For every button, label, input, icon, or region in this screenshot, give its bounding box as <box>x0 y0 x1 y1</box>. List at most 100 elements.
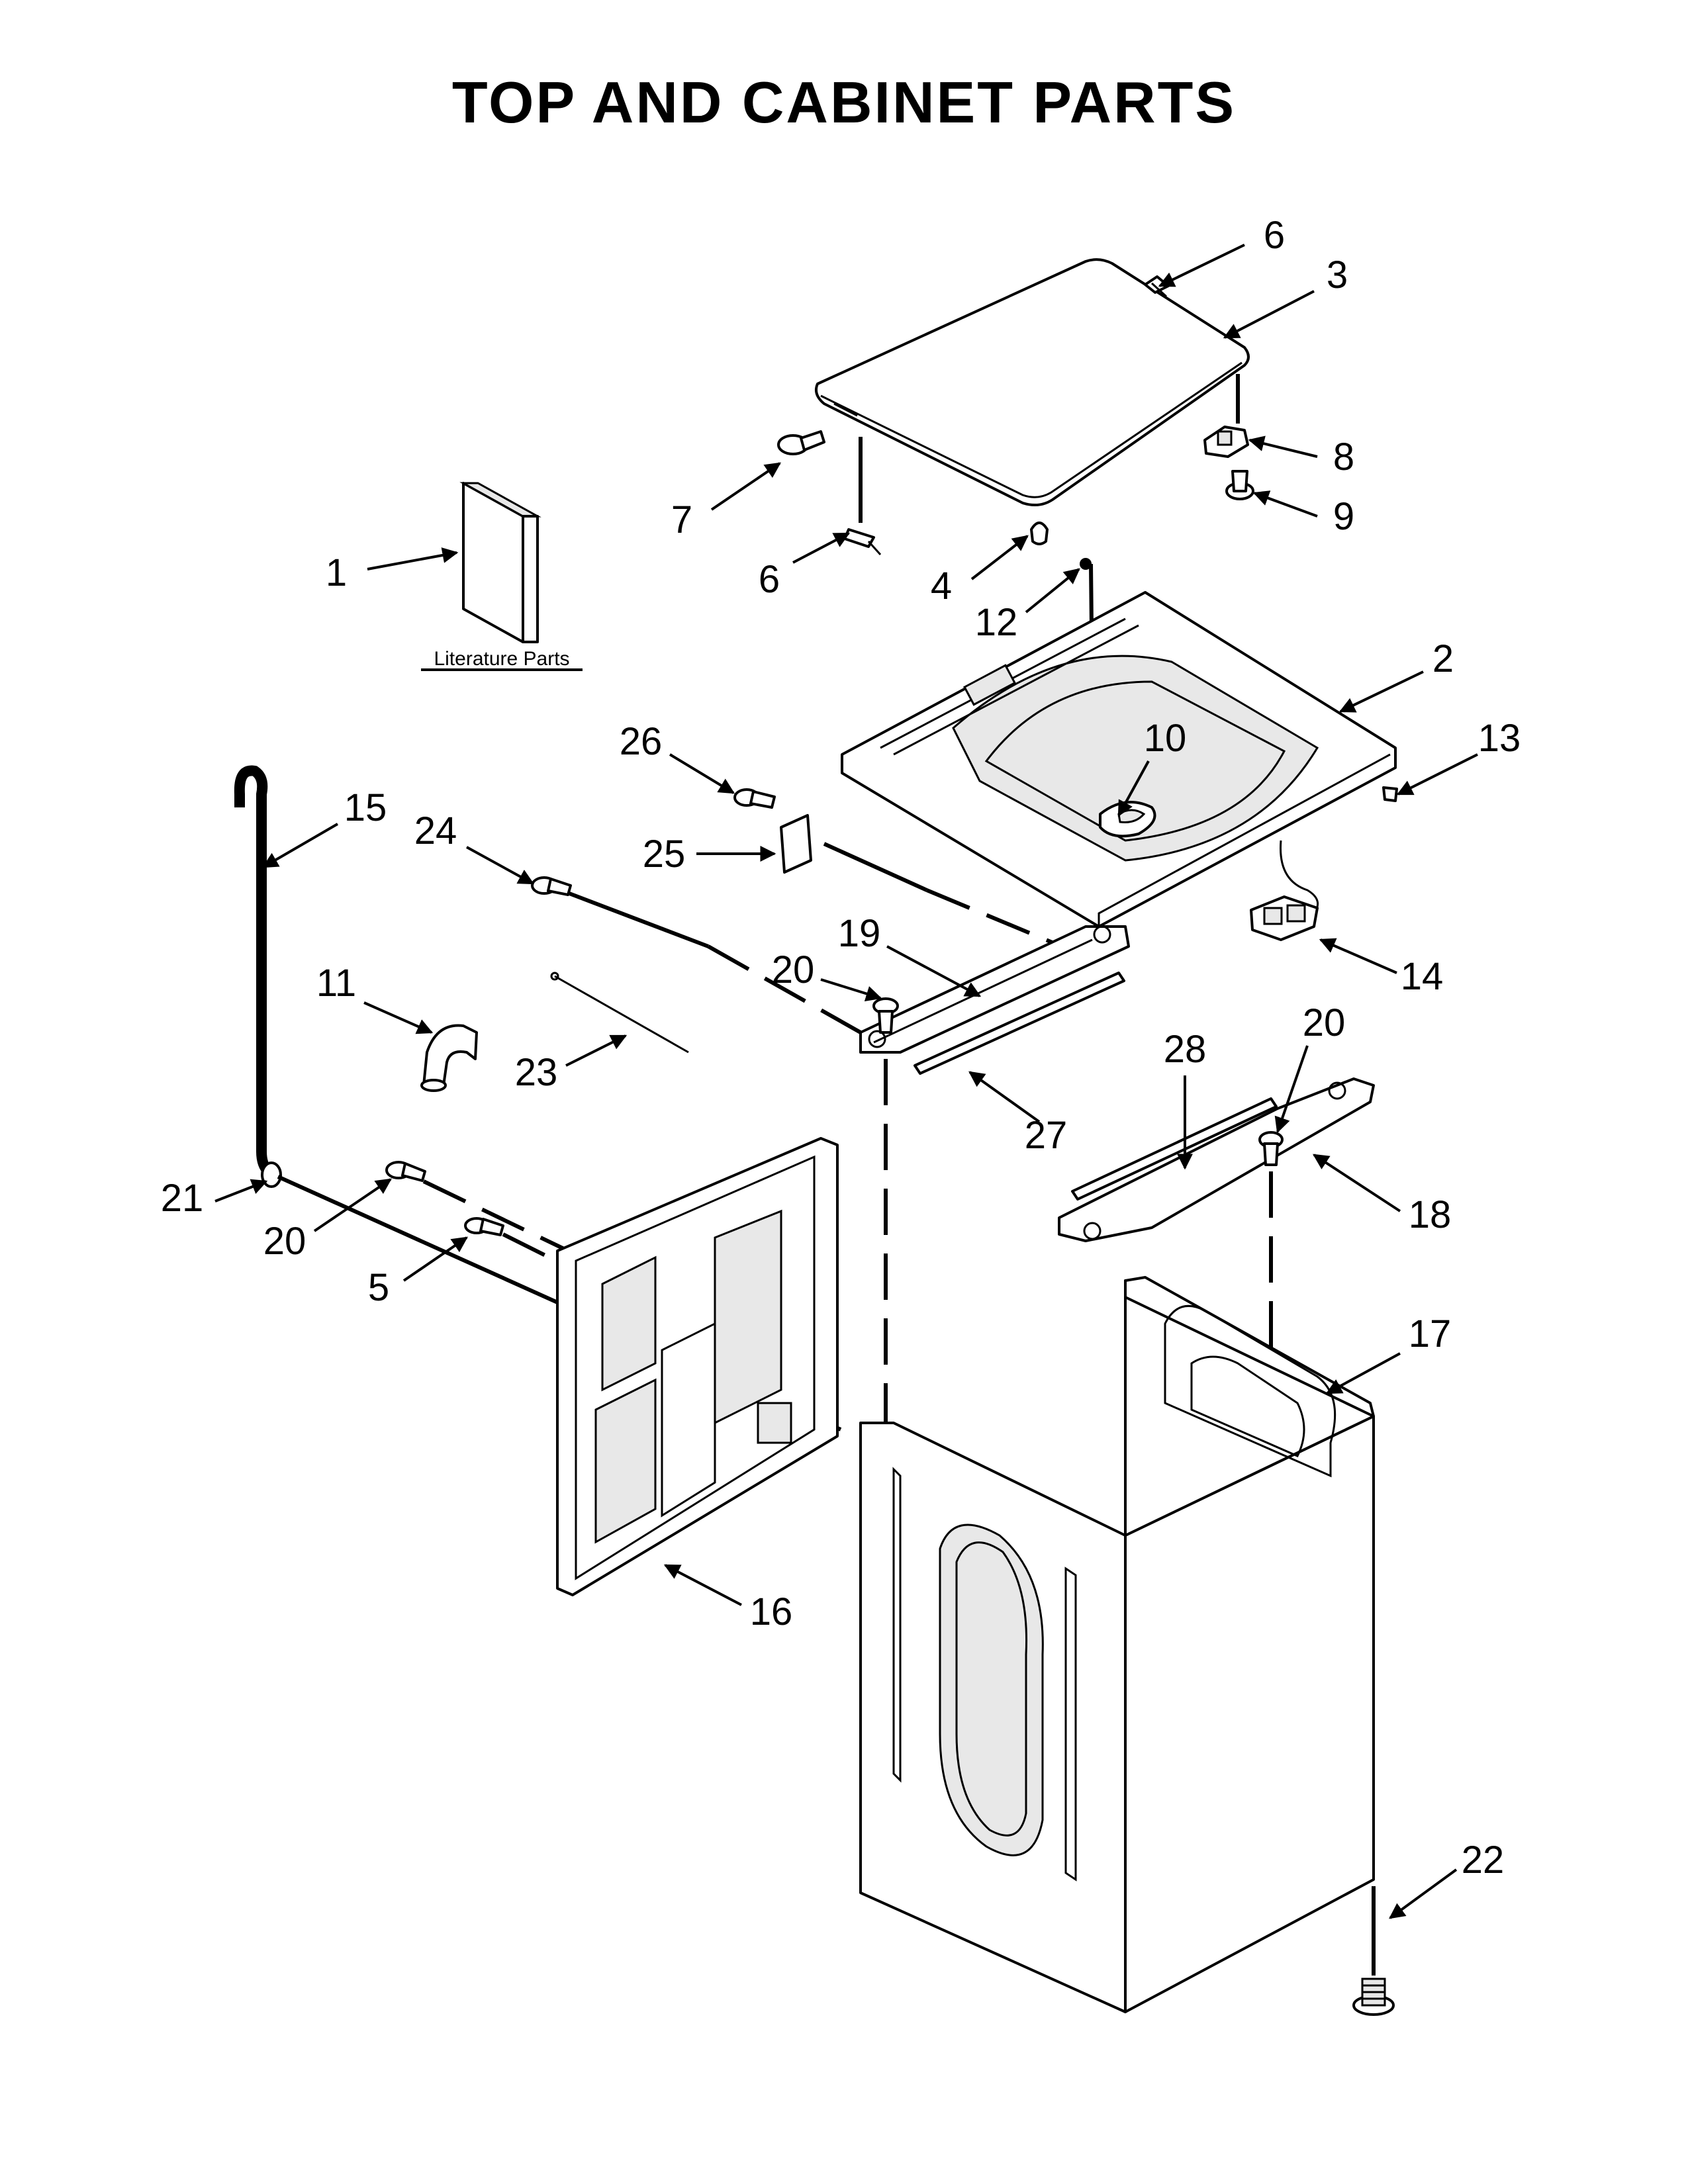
callout-20: 20 <box>1274 1001 1346 1134</box>
part-17-cabinet <box>859 1276 1375 2013</box>
callout-13: 13 <box>1396 717 1521 796</box>
callout-number: 20 <box>263 1220 306 1263</box>
callout-2: 2 <box>1338 637 1454 713</box>
callout-11: 11 <box>316 962 434 1034</box>
callout-number: 23 <box>515 1051 558 1094</box>
part-13-clip <box>1382 786 1398 802</box>
callout-number: 18 <box>1409 1193 1452 1236</box>
callout-number: 3 <box>1327 253 1348 296</box>
part-15-drain-hose <box>234 765 273 1177</box>
callout-number: 20 <box>772 948 815 991</box>
part-16-rear-panel <box>556 1137 839 1596</box>
callout-arrow <box>792 532 851 564</box>
callout-1: 1 <box>326 547 459 594</box>
callout-arrow <box>1248 435 1318 458</box>
callout-number: 13 <box>1478 717 1521 760</box>
callout-21: 21 <box>161 1177 268 1220</box>
callout-arrow <box>1325 1352 1401 1394</box>
callout-number: 12 <box>975 601 1018 644</box>
callout-27: 27 <box>968 1071 1068 1157</box>
guide-line-25 <box>823 842 928 892</box>
part-18-top-bracket-rear <box>1058 1077 1375 1242</box>
callout-16: 16 <box>663 1564 792 1633</box>
callout-arrow <box>313 1178 392 1232</box>
callout-arrow <box>363 1001 434 1034</box>
callout-number: 5 <box>368 1266 389 1309</box>
callout-number: 6 <box>759 558 780 601</box>
callout-23: 23 <box>515 1034 628 1094</box>
part-8-hinge-bracket <box>1203 426 1249 458</box>
part-23-tie-end <box>550 972 559 981</box>
callout-number: 7 <box>671 498 692 541</box>
callout-24: 24 <box>414 809 535 885</box>
callout-6: 6 <box>1158 214 1285 287</box>
callout-22: 22 <box>1389 1839 1504 1919</box>
part-14-lid-switch <box>1250 840 1319 941</box>
callout-number: 10 <box>1144 717 1187 760</box>
callout-arrow <box>565 1034 628 1067</box>
part-6-hinge-pin-left <box>843 528 882 556</box>
callout-10: 10 <box>1117 717 1187 817</box>
part-1-literature-booklet <box>459 482 541 643</box>
callout-arrow <box>1338 670 1424 713</box>
callout-arrow <box>663 1564 742 1606</box>
part-20-screw-upper <box>872 997 899 1034</box>
callout-number: 11 <box>316 962 356 1005</box>
callout-25: 25 <box>643 833 776 876</box>
part-26-screw <box>733 788 776 809</box>
callout-arrow <box>1396 753 1478 796</box>
callout-number: 26 <box>620 720 663 763</box>
callout-arrow <box>1312 1154 1401 1212</box>
callout-arrow <box>886 945 982 997</box>
callout-number: 20 <box>1303 1001 1346 1044</box>
callout-20: 20 <box>772 948 882 1002</box>
callout-arrow <box>1223 290 1315 339</box>
callout-number: 28 <box>1164 1028 1207 1071</box>
callout-arrow <box>1389 1868 1458 1919</box>
callout-6: 6 <box>759 532 851 601</box>
callout-12: 12 <box>975 568 1080 644</box>
part-11-drain-hose-guide <box>420 1024 478 1092</box>
part-20-screw-lower <box>385 1161 426 1182</box>
callout-number: 14 <box>1401 955 1444 998</box>
callout-arrow <box>669 753 735 794</box>
callout-arrow <box>1252 490 1318 518</box>
part-25-bracket <box>780 814 812 874</box>
callout-arrow <box>1158 244 1245 287</box>
callout-number: 1 <box>326 551 347 594</box>
callout-arrow <box>1117 760 1150 817</box>
part-24-screw <box>531 876 572 896</box>
callout-arrow <box>214 1179 268 1203</box>
callout-3: 3 <box>1223 253 1348 339</box>
callout-4: 4 <box>931 535 1029 608</box>
part-2-top-panel <box>841 591 1397 928</box>
callout-number: 9 <box>1333 495 1354 538</box>
callout-7: 7 <box>671 462 781 541</box>
literature-parts-label: Literature Parts <box>434 648 569 670</box>
part-23-cable-tie <box>554 975 689 1054</box>
callout-number: 6 <box>1264 214 1285 257</box>
part-20-screw-right <box>1258 1131 1284 1166</box>
callout-arrow <box>970 535 1029 580</box>
callout-number: 21 <box>161 1177 204 1220</box>
callout-number: 17 <box>1409 1312 1452 1355</box>
callout-8: 8 <box>1248 435 1354 478</box>
callout-arrow <box>1025 568 1080 614</box>
callout-15: 15 <box>261 786 387 868</box>
part-28-foam-strip <box>1071 1097 1278 1201</box>
part-19-top-bracket-front <box>859 925 1130 1054</box>
callout-17: 17 <box>1325 1312 1452 1394</box>
callout-14: 14 <box>1319 938 1444 998</box>
callout-number: 2 <box>1432 637 1454 680</box>
callout-arrow <box>968 1071 1041 1123</box>
callout-20: 20 <box>263 1178 392 1263</box>
callout-arrow <box>710 462 781 511</box>
callout-number: 27 <box>1025 1114 1068 1157</box>
part-22-leveling-leg <box>1352 1978 1395 2016</box>
callout-9: 9 <box>1252 490 1354 538</box>
callout-number: 24 <box>414 809 457 852</box>
part-7-lid-screw <box>777 430 825 455</box>
callout-arrow <box>466 846 535 885</box>
